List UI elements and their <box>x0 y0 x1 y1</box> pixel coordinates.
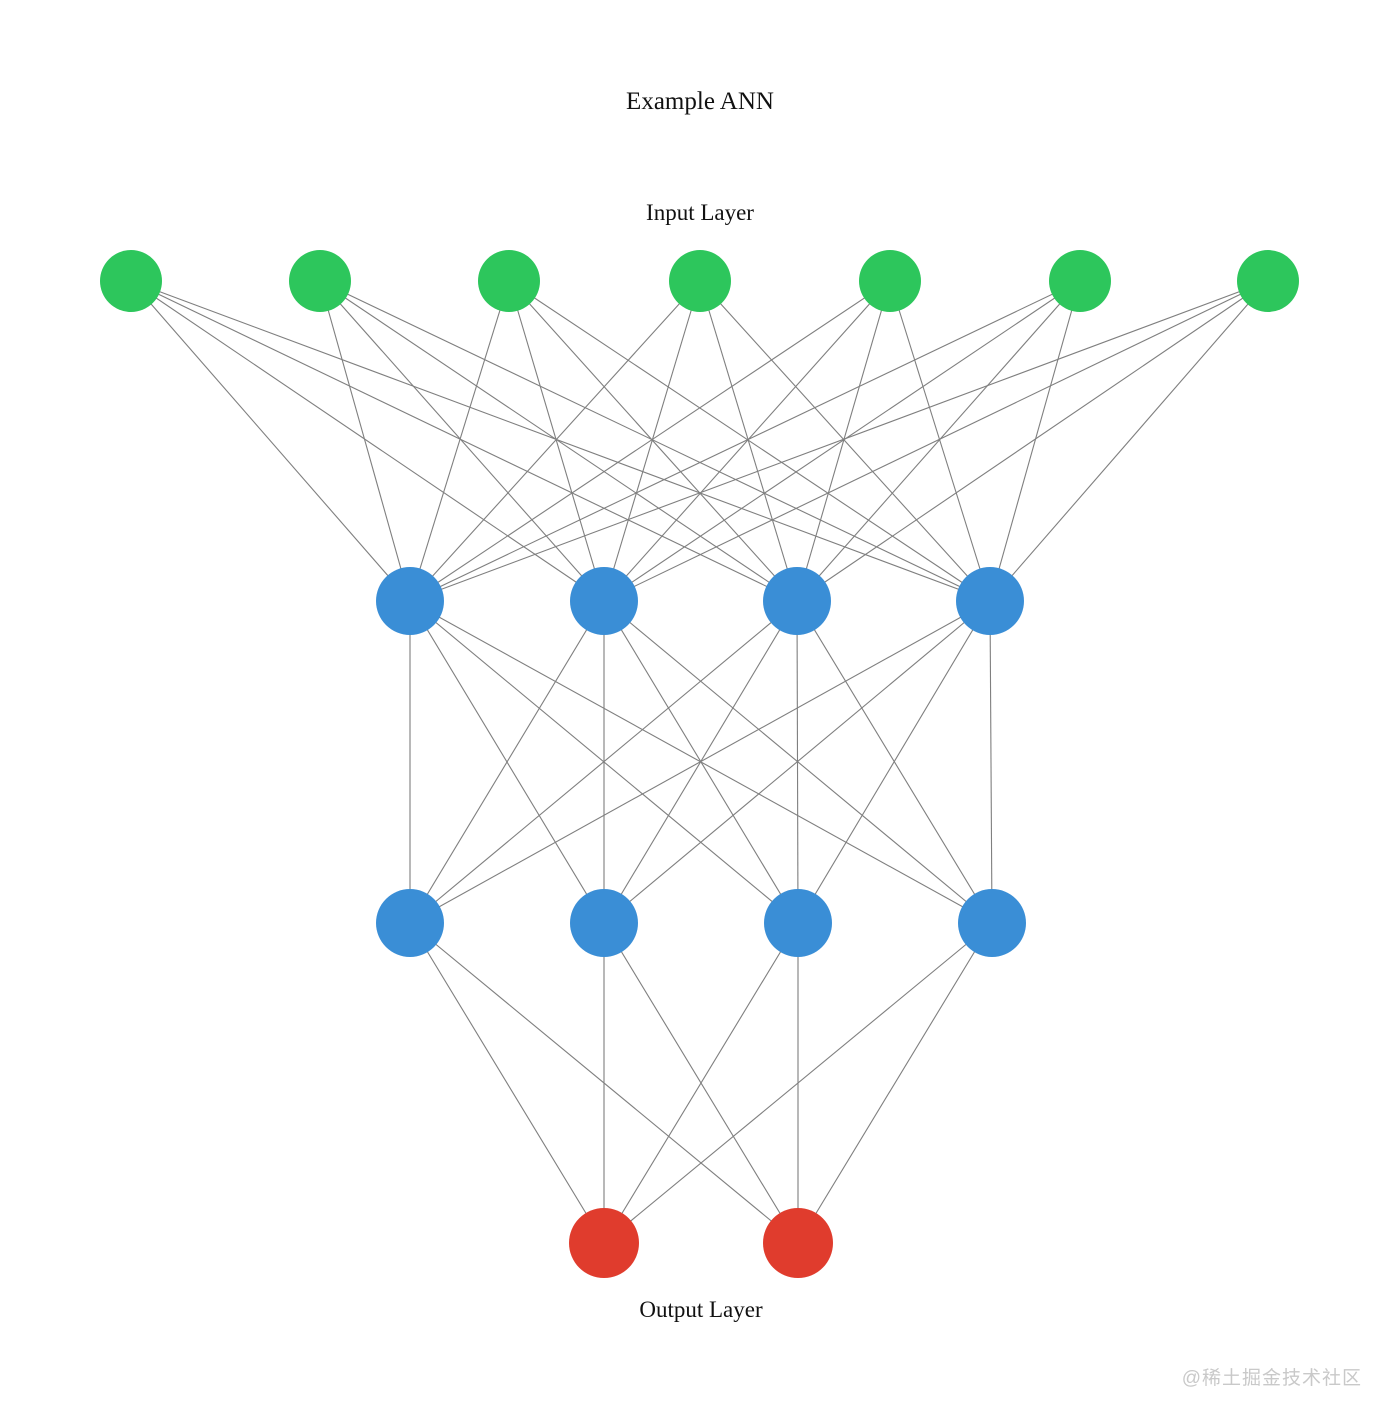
output-layer-label: Output Layer <box>639 1297 763 1322</box>
edge-input-1-hidden1-0 <box>319 280 411 602</box>
edge-input-0-hidden1-2 <box>130 280 798 602</box>
node-input-2 <box>478 250 540 312</box>
edge-hidden2-3-output-1 <box>797 922 993 1244</box>
node-hidden1-1 <box>570 567 638 635</box>
node-output-0 <box>569 1208 639 1278</box>
edge-input-6-hidden1-1 <box>603 280 1269 602</box>
edge-input-4-hidden1-0 <box>409 280 891 602</box>
edge-input-1-hidden1-1 <box>319 280 605 602</box>
edge-hidden1-2-hidden2-0 <box>409 600 798 924</box>
node-input-4 <box>859 250 921 312</box>
edge-input-3-hidden1-1 <box>603 280 701 602</box>
edge-input-6-hidden1-0 <box>409 280 1269 602</box>
edge-input-5-hidden1-0 <box>409 280 1081 602</box>
edge-input-2-hidden1-3 <box>508 280 991 602</box>
node-input-6 <box>1237 250 1299 312</box>
edge-input-0-hidden1-1 <box>130 280 605 602</box>
node-input-1 <box>289 250 351 312</box>
node-input-0 <box>100 250 162 312</box>
node-hidden2-3 <box>958 889 1026 957</box>
node-output-1 <box>763 1208 833 1278</box>
edge-input-5-hidden1-3 <box>989 280 1081 602</box>
edge-hidden1-1-hidden2-0 <box>409 600 605 924</box>
edge-hidden1-3-hidden2-1 <box>603 600 991 924</box>
node-hidden2-2 <box>764 889 832 957</box>
edge-hidden1-3-hidden2-3 <box>989 600 993 924</box>
edge-input-2-hidden1-0 <box>409 280 510 602</box>
edge-hidden1-3-hidden2-2 <box>797 600 991 924</box>
edge-input-1-hidden1-3 <box>319 280 991 602</box>
edge-input-4-hidden1-3 <box>889 280 991 602</box>
edge-input-3-hidden1-0 <box>409 280 701 602</box>
node-input-3 <box>669 250 731 312</box>
node-hidden1-3 <box>956 567 1024 635</box>
edge-hidden1-3-hidden2-0 <box>409 600 991 924</box>
node-input-5 <box>1049 250 1111 312</box>
edge-input-4-hidden1-2 <box>796 280 891 602</box>
edge-input-0-hidden1-3 <box>130 280 991 602</box>
node-hidden1-0 <box>376 567 444 635</box>
edge-input-4-hidden1-1 <box>603 280 891 602</box>
edge-input-5-hidden1-1 <box>603 280 1081 602</box>
node-hidden2-0 <box>376 889 444 957</box>
watermark-text: @稀土掘金技术社区 <box>1181 1368 1362 1389</box>
node-hidden2-1 <box>570 889 638 957</box>
diagram-title: Example ANN <box>626 88 774 115</box>
edge-input-1-hidden1-2 <box>319 280 798 602</box>
edge-hidden2-2-output-0 <box>603 922 799 1244</box>
node-hidden1-2 <box>763 567 831 635</box>
edge-input-2-hidden1-1 <box>508 280 605 602</box>
edge-input-6-hidden1-3 <box>989 280 1269 602</box>
input-layer-label: Input Layer <box>646 200 754 225</box>
edge-input-6-hidden1-2 <box>796 280 1269 602</box>
edge-input-2-hidden1-2 <box>508 280 798 602</box>
edge-hidden2-0-output-0 <box>409 922 605 1244</box>
edge-input-3-hidden1-3 <box>699 280 991 602</box>
edge-input-3-hidden1-2 <box>699 280 798 602</box>
edge-hidden2-3-output-0 <box>603 922 993 1244</box>
edge-input-0-hidden1-0 <box>130 280 411 602</box>
edge-input-5-hidden1-2 <box>796 280 1081 602</box>
